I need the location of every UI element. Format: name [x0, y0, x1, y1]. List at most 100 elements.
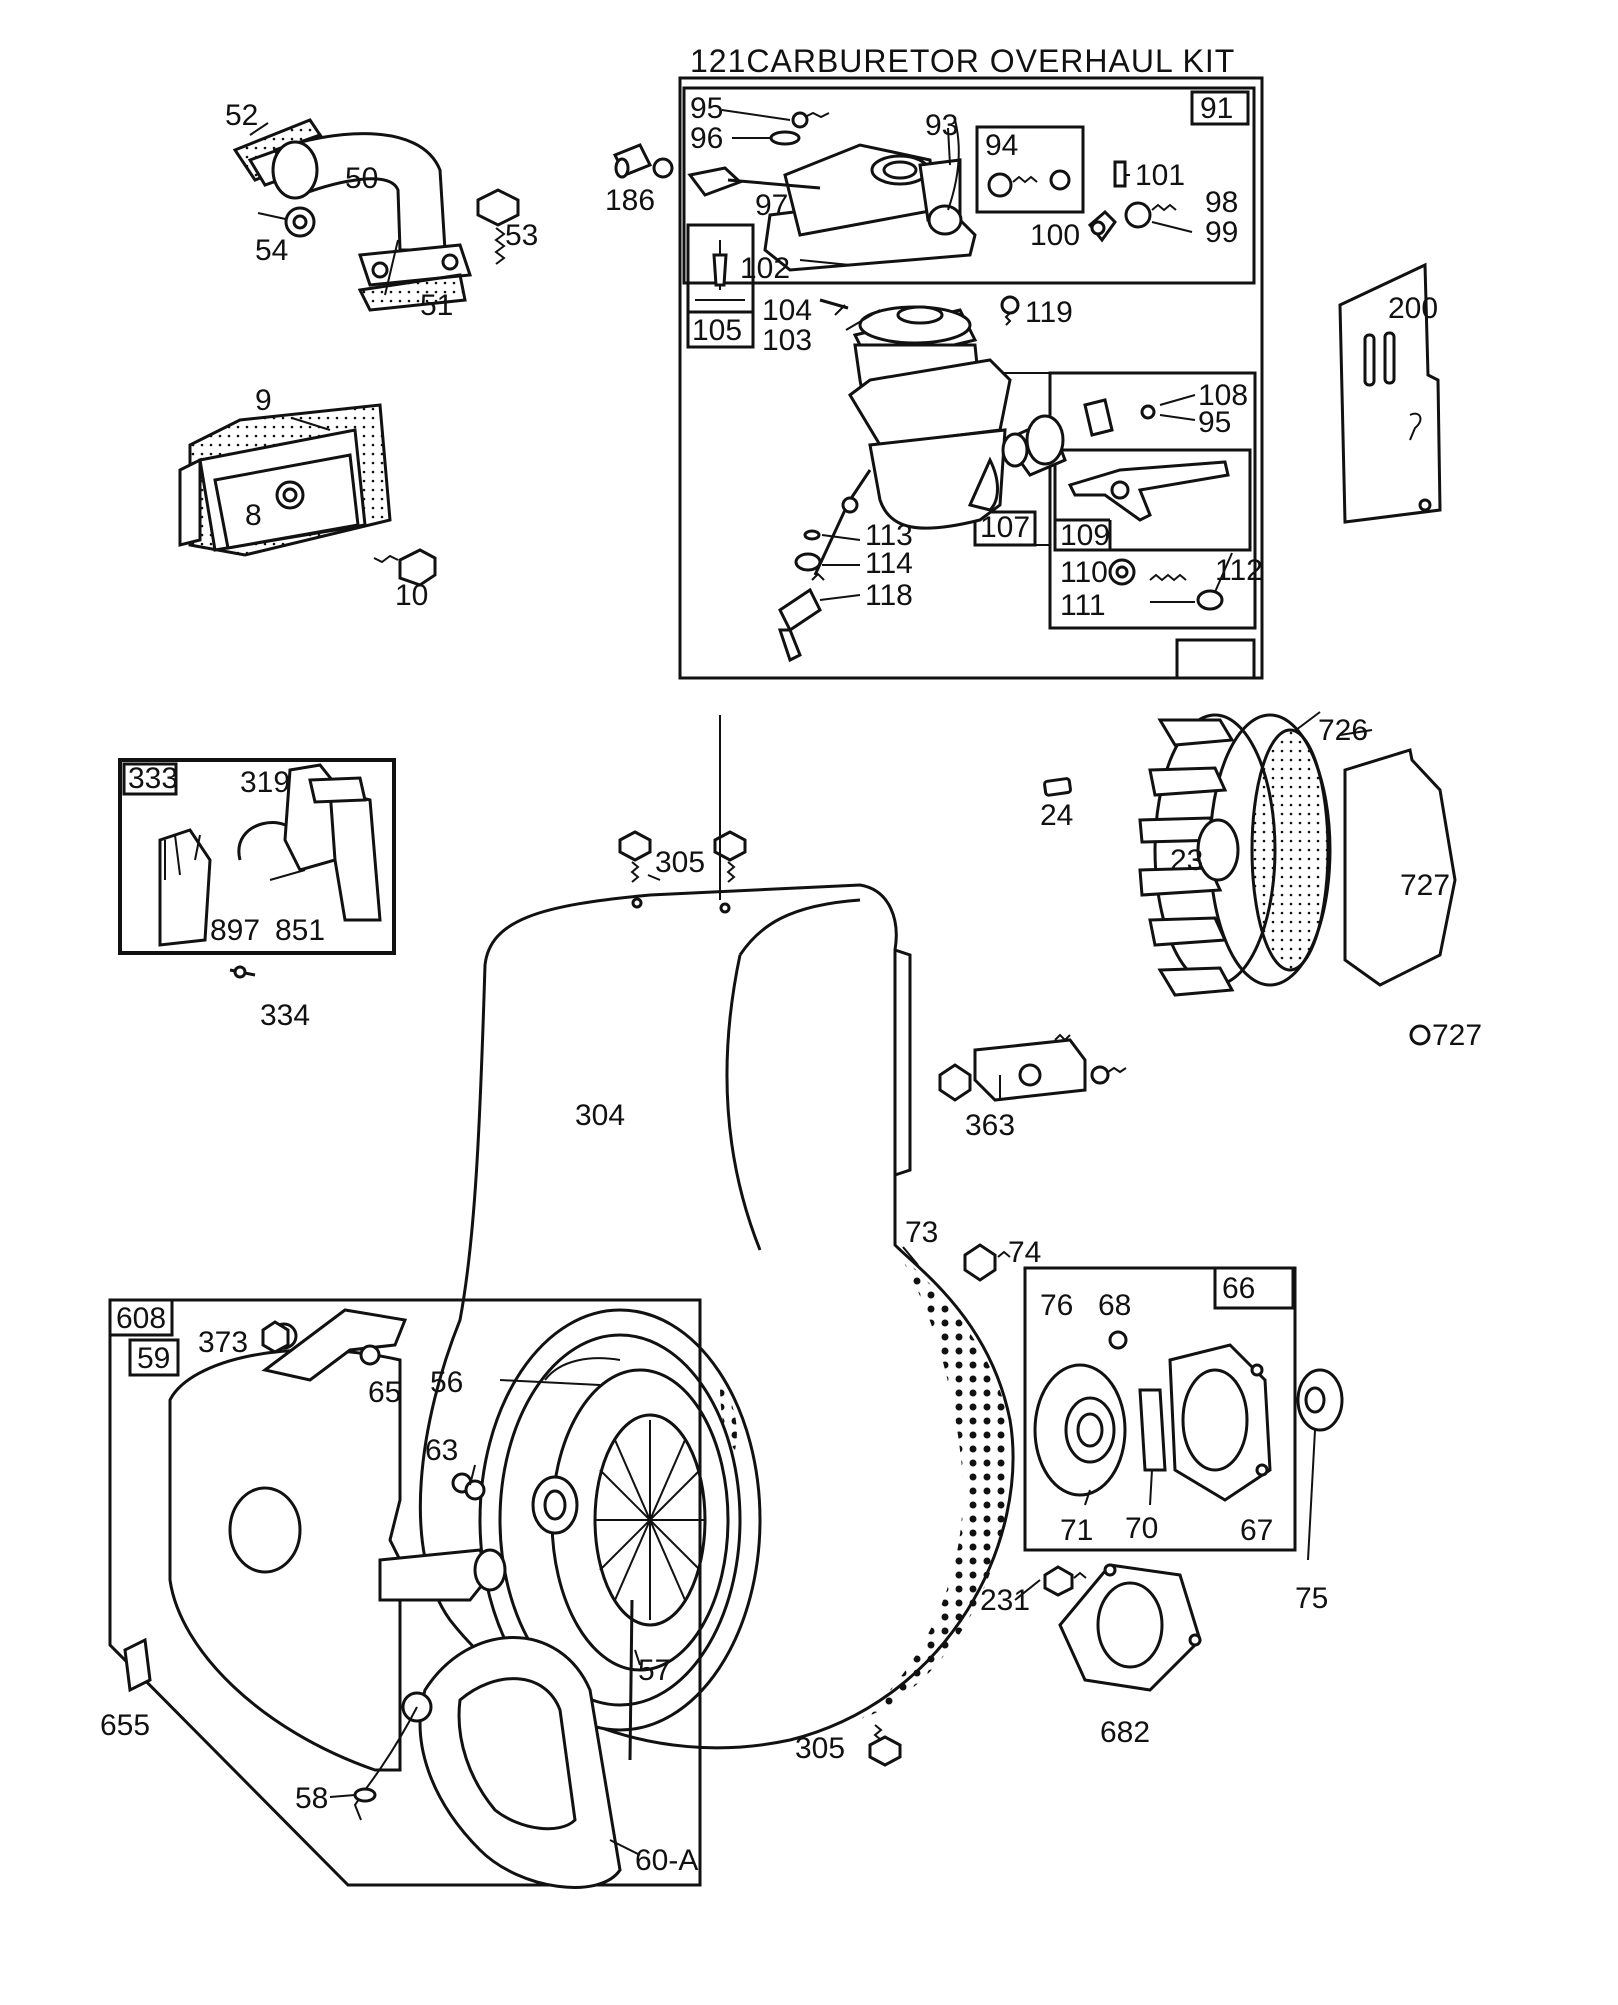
bolt-74 [963, 1243, 1011, 1282]
label-727-screen: 727 [1400, 869, 1450, 902]
label-333: 333 [128, 762, 178, 795]
label-95-top: 95 [690, 92, 723, 125]
label-200: 200 [1388, 292, 1438, 325]
screen-727 [1343, 748, 1457, 987]
label-118: 118 [865, 579, 913, 612]
key-24 [1043, 777, 1072, 797]
label-231: 231 [980, 1584, 1030, 1617]
label-101: 101 [1135, 159, 1185, 192]
label-74: 74 [1008, 1236, 1041, 1269]
nut-373 [261, 1320, 290, 1354]
label-96: 96 [690, 122, 723, 155]
label-363: 363 [965, 1109, 1015, 1142]
label-851: 851 [275, 914, 325, 947]
guide-655 [123, 1637, 152, 1693]
label-100: 100 [1030, 219, 1080, 252]
shield-bracket-200 [1338, 262, 1442, 524]
label-726: 726 [1318, 714, 1368, 747]
label-305-top: 305 [655, 846, 705, 879]
carburetor-upper-body [687, 111, 977, 272]
label-24: 24 [1040, 799, 1073, 832]
screw-334 [229, 965, 256, 979]
bracket-363 [938, 1033, 1127, 1102]
label-10: 10 [395, 579, 428, 612]
label-104: 104 [762, 294, 812, 327]
label-98: 98 [1205, 186, 1238, 219]
label-65: 65 [368, 1376, 401, 1409]
flywheel-23 [1138, 713, 1332, 997]
screw-54 [257, 206, 316, 238]
label-67: 67 [1240, 1514, 1273, 1547]
label-91: 91 [1200, 92, 1233, 125]
bolt-10 [373, 548, 437, 587]
label-71: 71 [1060, 1514, 1093, 1547]
label-50: 50 [345, 162, 378, 195]
label-56: 56 [430, 1366, 463, 1399]
fitting-186 [612, 143, 674, 179]
kit-title: 121CARBURETOR OVERHAUL KIT [690, 43, 1235, 79]
label-23: 23 [1170, 844, 1203, 877]
carburetor-float-bowl [813, 305, 1067, 576]
label-119: 119 [1025, 296, 1073, 329]
label-70: 70 [1125, 1512, 1158, 1545]
label-186: 186 [605, 184, 655, 217]
starter-pulley-56 [544, 1357, 634, 1761]
label-8: 8 [245, 499, 262, 532]
part-labels: 121CARBURETOR OVERHAUL KIT 91 52 50 53 5… [100, 43, 1482, 1877]
label-105: 105 [692, 314, 742, 347]
starter-handle-60a [353, 1636, 622, 1889]
ignition-box-333 [118, 758, 396, 955]
label-95-bottom: 95 [1198, 406, 1231, 439]
label-60a: 60-A [635, 1844, 698, 1877]
label-57: 57 [638, 1654, 671, 1687]
leader-lines [249, 109, 1373, 1856]
blower-housing-304 [418, 883, 1015, 1750]
label-59: 59 [137, 1342, 170, 1375]
label-102: 102 [740, 252, 790, 285]
screw-119 [1000, 295, 1020, 326]
label-111: 111 [1060, 589, 1106, 622]
label-373: 373 [198, 1326, 248, 1359]
label-109: 109 [1060, 519, 1110, 552]
label-114: 114 [865, 547, 913, 580]
label-53: 53 [505, 219, 538, 252]
label-727-screw: 727 [1432, 1019, 1482, 1052]
pin-101 [1113, 160, 1127, 188]
washer-75 [1296, 1368, 1344, 1432]
label-76: 76 [1040, 1289, 1073, 1322]
label-112: 112 [1215, 554, 1263, 587]
label-94: 94 [985, 129, 1018, 162]
starter-group-608 [108, 1298, 702, 1887]
label-682: 682 [1100, 1716, 1150, 1749]
intake-elbow-assembly [232, 118, 473, 312]
air-cleaner-assembly [178, 403, 392, 557]
screw-231 [1043, 1565, 1087, 1597]
float-needle-105 [695, 240, 745, 301]
jet-and-needle [777, 529, 825, 663]
bracket-108 [1083, 398, 1156, 437]
bolt-305-bottom [868, 1724, 902, 1767]
label-52: 52 [225, 99, 258, 132]
label-63: 63 [425, 1434, 458, 1467]
screw-110-112 [1108, 558, 1224, 611]
label-99: 99 [1205, 216, 1238, 249]
lever-100 [1087, 209, 1117, 243]
label-66: 66 [1222, 1272, 1255, 1305]
label-75: 75 [1295, 1582, 1328, 1615]
label-110: 110 [1060, 556, 1108, 589]
spring-98-99 [1124, 201, 1177, 229]
label-608: 608 [116, 1302, 166, 1335]
label-54: 54 [255, 234, 288, 267]
label-897: 897 [210, 914, 260, 947]
needle-valve-94 [987, 169, 1071, 198]
label-113: 113 [865, 519, 913, 552]
label-305-bottom: 305 [795, 1732, 845, 1765]
throttle-lever-109 [1067, 460, 1230, 522]
label-93: 93 [925, 109, 958, 142]
label-304: 304 [575, 1099, 625, 1132]
label-107: 107 [980, 511, 1030, 544]
label-103: 103 [762, 324, 812, 357]
bolt-53 [476, 188, 520, 265]
